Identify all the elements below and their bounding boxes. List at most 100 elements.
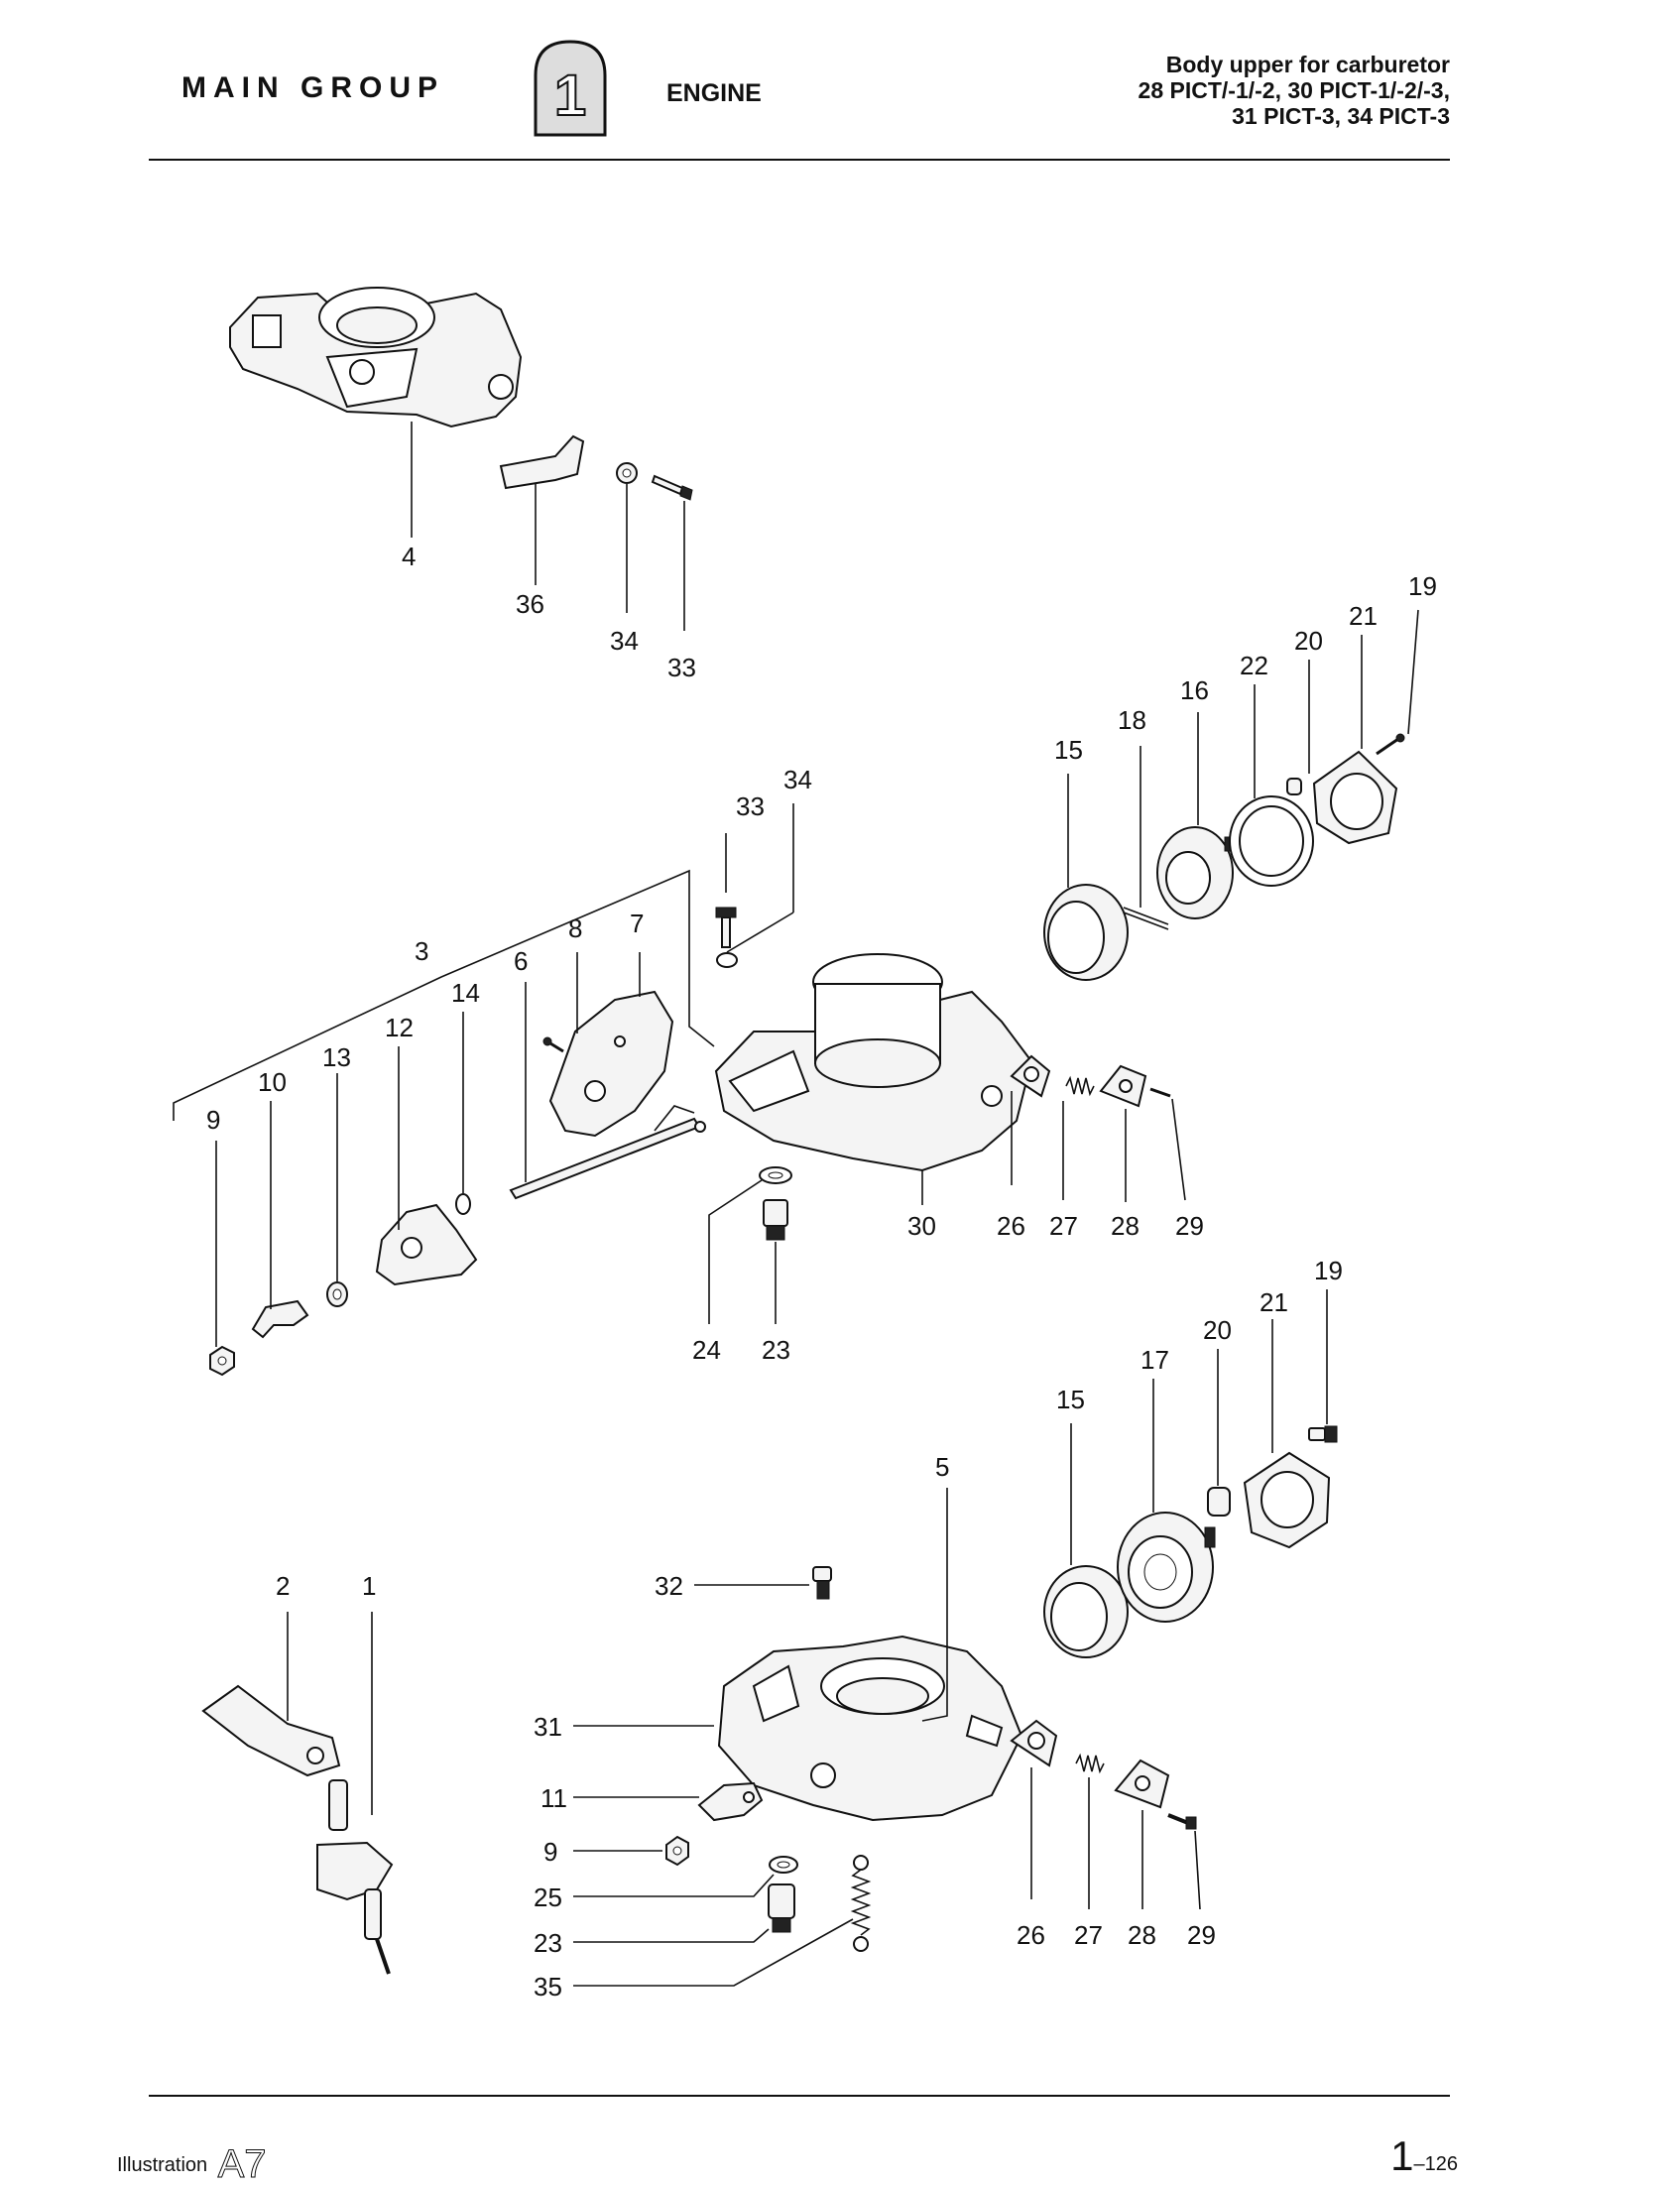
bracket-36: [499, 434, 585, 490]
gasket-22: [1229, 795, 1314, 887]
screw-33-mid: [715, 907, 737, 948]
screw-33-top: [651, 474, 693, 501]
nut-9-bottom: [665, 1835, 689, 1867]
badge-number: 1: [554, 63, 586, 128]
main-group-label: MAIN GROUP: [181, 71, 444, 104]
nut-34-top: [616, 462, 638, 484]
callout-28-mid: 28: [1111, 1211, 1140, 1241]
screw-19-top: [1376, 733, 1405, 756]
callout-24: 24: [692, 1335, 721, 1365]
section-label: ENGINE: [666, 79, 762, 107]
callout-3: 3: [415, 936, 428, 966]
callout-29-mid: 29: [1175, 1211, 1204, 1241]
sleeve-20-bottom: [1207, 1487, 1231, 1517]
page-number-sub: –126: [1413, 2153, 1459, 2175]
cover-17: [1117, 1512, 1216, 1623]
callout-27-mid: 27: [1049, 1211, 1078, 1241]
callout-22: 22: [1240, 651, 1268, 680]
carburetor-body-middle: [714, 953, 1033, 1172]
vacuum-unit-1: [316, 1779, 394, 1975]
screw-32: [812, 1566, 832, 1600]
nut-9-middle: [209, 1345, 235, 1377]
callout-9-bottom: 9: [543, 1837, 557, 1867]
callout-20-top: 20: [1294, 626, 1323, 656]
washer-14: [455, 1193, 471, 1215]
jet-23-bottom: [768, 1883, 795, 1933]
callout-23-bottom: 23: [534, 1928, 562, 1958]
callout-34-top: 34: [610, 626, 639, 656]
screw-19-bottom: [1308, 1425, 1338, 1443]
callout-17: 17: [1140, 1345, 1169, 1375]
washer-13: [326, 1281, 348, 1307]
diaphragm-26-mid: [1010, 1054, 1051, 1098]
shaft-6: [509, 1105, 706, 1200]
callout-18: 18: [1118, 705, 1146, 735]
spring-35: [850, 1855, 872, 1952]
diaphragm-15-bottom: [1043, 1565, 1129, 1658]
callout-33-mid: 33: [736, 791, 765, 821]
callout-15-top: 15: [1054, 735, 1083, 765]
spring-27-bottom: [1075, 1753, 1105, 1774]
washer-25: [769, 1856, 798, 1874]
link-10: [251, 1299, 309, 1339]
washer-34-mid: [716, 952, 738, 968]
title-line-3: 31 PICT-3, 34 PICT-3: [1232, 103, 1450, 129]
callout-19-bottom: 19: [1314, 1256, 1343, 1285]
screw-29-bottom: [1167, 1813, 1197, 1830]
cover-28-mid: [1099, 1064, 1147, 1108]
cap-21-top: [1312, 750, 1398, 845]
callout-4: 4: [402, 542, 416, 571]
cover-28-bottom: [1114, 1759, 1170, 1809]
callout-10: 10: [258, 1067, 287, 1097]
header-rule: [149, 159, 1450, 161]
bracket-2: [201, 1684, 341, 1777]
lever-12: [375, 1203, 478, 1286]
callout-9-middle: 9: [206, 1105, 220, 1135]
callout-34-mid: 34: [783, 765, 812, 794]
page-number: 1–126: [1390, 2132, 1458, 2180]
carburetor-body-bottom: [717, 1635, 1023, 1822]
carburetor-body-top: [229, 287, 523, 428]
illustration-code: A7: [217, 2142, 267, 2187]
link-11: [697, 1781, 764, 1822]
washer-24: [759, 1166, 792, 1184]
title-line-2: 28 PICT/-1/-2, 30 PICT-1/-2/-3,: [1138, 77, 1450, 103]
title-line-1: Body upper for carburetor: [1165, 52, 1450, 77]
callout-15-bottom: 15: [1056, 1385, 1085, 1414]
cover-16: [1156, 826, 1234, 919]
diaphragm-15-top: [1043, 884, 1129, 981]
callout-19-top: 19: [1408, 571, 1437, 601]
illustration-reference: Illustration A7: [117, 2142, 267, 2187]
page-number-main: 1: [1390, 2132, 1414, 2179]
jet-23-mid: [763, 1199, 788, 1241]
callout-21-bottom: 21: [1260, 1287, 1288, 1317]
callout-32: 32: [655, 1571, 683, 1601]
callout-29-bottom: 29: [1187, 1920, 1216, 1950]
callout-5: 5: [935, 1452, 949, 1482]
group-number-badge: 1: [534, 40, 607, 137]
sleeve-20-top: [1286, 778, 1302, 795]
callout-14: 14: [451, 978, 480, 1008]
callout-33-top: 33: [667, 653, 696, 682]
callout-36: 36: [516, 589, 544, 619]
callout-1: 1: [362, 1571, 376, 1601]
illustration-label: Illustration: [117, 2154, 208, 2176]
badge-shape: [534, 40, 607, 137]
page-title: Body upper for carburetor 28 PICT/-1/-2,…: [1139, 52, 1450, 129]
callout-26-mid: 26: [997, 1211, 1025, 1241]
callout-2: 2: [276, 1571, 290, 1601]
callout-25: 25: [534, 1883, 562, 1912]
callout-13: 13: [322, 1042, 351, 1072]
callout-30: 30: [907, 1211, 936, 1241]
screw-29-mid: [1149, 1087, 1171, 1098]
screw-8: [542, 1036, 564, 1053]
callout-20-bottom: 20: [1203, 1315, 1232, 1345]
diaphragm-26-bottom: [1010, 1719, 1058, 1767]
callout-6: 6: [514, 946, 528, 976]
callout-8: 8: [568, 913, 582, 943]
spring-27-mid: [1065, 1075, 1095, 1097]
callout-11: 11: [540, 1783, 567, 1813]
callout-35: 35: [534, 1972, 562, 2002]
